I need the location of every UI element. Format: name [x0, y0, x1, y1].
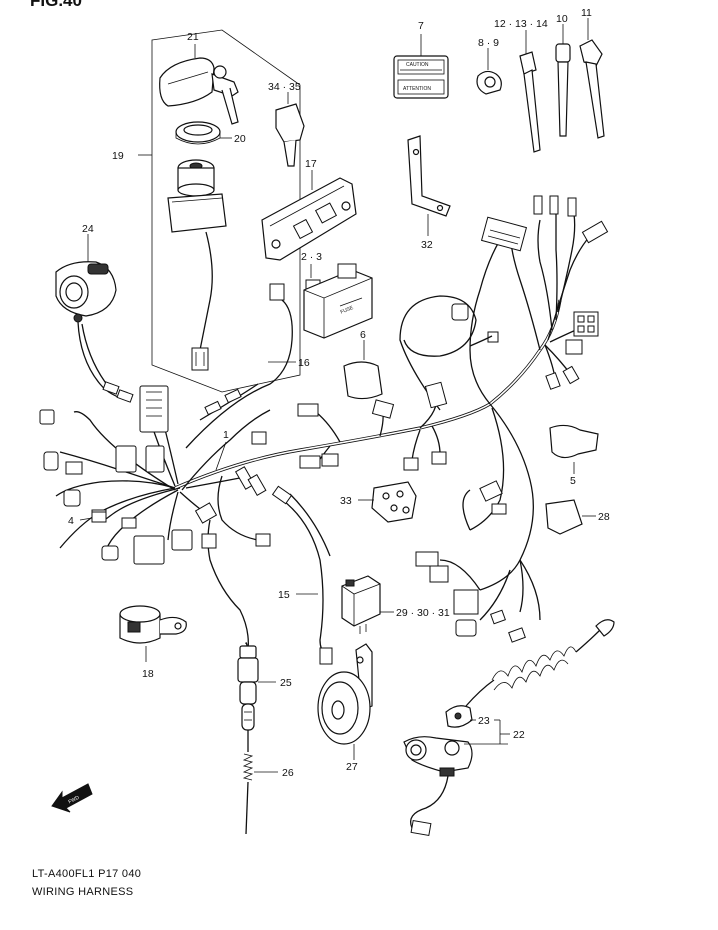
forward-arrow-icon: [51, 783, 93, 813]
callout-22: 22: [513, 729, 525, 741]
callout-19: 19: [112, 150, 124, 162]
callout-26: 26: [282, 767, 294, 779]
wire-clamp-part[interactable]: 8 · 9: [476, 37, 502, 95]
blank-key-part[interactable]: 34 · 35: [268, 81, 305, 167]
cable-tie-10-part[interactable]: 10: [555, 13, 571, 137]
callout-28: 28: [598, 511, 610, 523]
switch-nut-part[interactable]: [175, 121, 221, 145]
bracket-32-part[interactable]: 32: [407, 135, 451, 251]
callout-17: 17: [305, 158, 317, 170]
main-wiring-harness-part[interactable]: 1 16 4 15: [39, 195, 609, 665]
callout-7: 7: [418, 20, 424, 32]
harness-clip-4: [91, 511, 107, 523]
spring-lead-part[interactable]: 26: [242, 730, 294, 835]
callout-15: 15: [278, 589, 290, 601]
cap-6-part[interactable]: 6: [343, 329, 383, 400]
decal-line-2: ATTENTION: [403, 86, 431, 92]
callout-33: 33: [340, 495, 352, 507]
cable-tie-11-part[interactable]: 11: [579, 7, 605, 139]
ignition-key-part[interactable]: [159, 57, 239, 125]
boot-5-part[interactable]: 5: [549, 424, 599, 487]
callout-1: 1: [223, 429, 229, 441]
callout-12-14: 12 · 13 · 14: [494, 18, 548, 30]
callout-16: 16: [298, 357, 310, 369]
forward-direction-marker: FWD: [51, 783, 93, 813]
callout-21: 21: [187, 31, 199, 43]
callout-2-3: 2 · 3: [301, 251, 322, 263]
decal-line-1: CAUTION: [406, 62, 429, 68]
callout-20: 20: [234, 133, 246, 145]
fwd-label: FWD: [68, 795, 81, 806]
ignition-group-outline: [151, 29, 301, 393]
cap-28-part[interactable]: 28: [545, 499, 610, 535]
callout-27: 27: [346, 761, 358, 773]
model-code: LT-A400FL1 P17 040: [32, 868, 142, 880]
callout-29-31: 29 · 30 · 31: [396, 607, 450, 619]
callout-32: 32: [421, 239, 433, 251]
callout-34-35: 34 · 35: [268, 81, 301, 93]
ignition-switch-group: 19 21 20: [112, 29, 301, 393]
callout-6: 6: [360, 329, 366, 341]
callout-10: 10: [556, 13, 568, 25]
fuse-box-bracket-part[interactable]: 17: [261, 158, 357, 261]
cable-tie-12-14-part[interactable]: 12 · 13 · 14: [494, 18, 548, 153]
horn-part[interactable]: 27: [317, 643, 373, 773]
callout-23: 23: [478, 715, 490, 727]
figure-title: FIG.40: [30, 0, 82, 10]
engine-stop-switch-part[interactable]: 23 22: [403, 619, 615, 837]
callout-18: 18: [142, 668, 154, 680]
sensor-18-part[interactable]: 18: [119, 605, 187, 680]
callout-8-9: 8 · 9: [478, 37, 499, 49]
callout-24: 24: [82, 223, 94, 235]
fuse-box-part[interactable]: FUSE: [303, 263, 373, 339]
callout-11: 11: [581, 7, 592, 19]
ignition-switch-part[interactable]: [167, 159, 227, 371]
svg-text:FUSE: FUSE: [340, 305, 355, 316]
callout-4: 4: [68, 515, 74, 527]
figure-caption: WIRING HARNESS: [32, 886, 134, 898]
callout-25: 25: [280, 677, 292, 689]
handlebar-switch-part[interactable]: 24: [55, 223, 134, 403]
callout-5: 5: [570, 475, 576, 487]
bracket-33-part[interactable]: 33: [340, 481, 417, 523]
caution-decal-part[interactable]: CAUTION ATTENTION 7: [393, 20, 449, 99]
relay-part[interactable]: 29 · 30 · 31: [341, 575, 450, 634]
plug-cap-part[interactable]: 25: [237, 642, 292, 731]
